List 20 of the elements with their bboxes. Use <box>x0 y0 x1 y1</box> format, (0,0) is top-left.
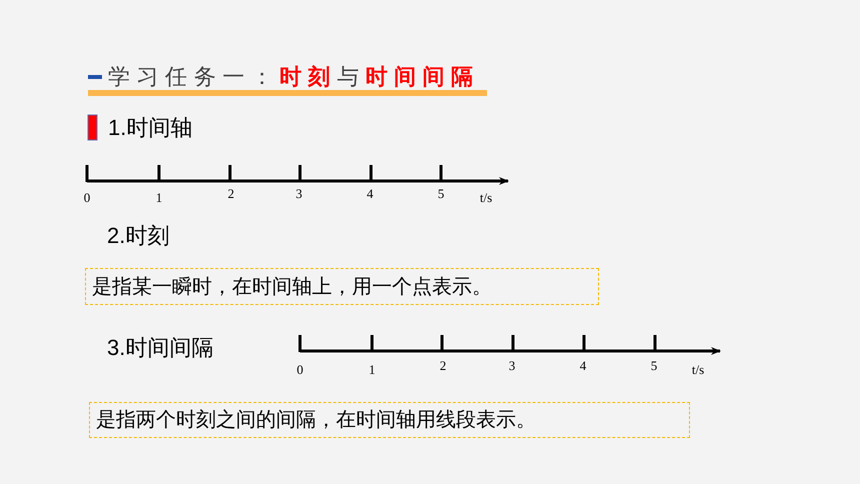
definition-box: 是指两个时刻之间的间隔，在时间轴用线段表示。 <box>89 402 690 438</box>
tick-label: t/s <box>480 191 492 205</box>
tick-label: 1 <box>156 191 162 205</box>
tick-label: 5 <box>438 187 444 201</box>
tick-label: 0 <box>84 191 90 205</box>
section-heading: 2.时刻 <box>107 222 170 250</box>
tick-label: 5 <box>650 359 658 373</box>
tick-label: 3 <box>296 187 302 201</box>
tick-label: 3 <box>508 359 516 373</box>
tick-label: 0 <box>296 363 304 377</box>
slide-title: 学习任务一：时刻与时间间隔 <box>108 63 480 91</box>
tick-label: t/s <box>692 363 704 377</box>
tick-label: 4 <box>580 359 586 373</box>
tick-label: 1 <box>368 363 376 377</box>
tick-label: 4 <box>366 187 374 201</box>
definition-box: 是指某一瞬时，在时间轴上，用一个点表示。 <box>85 268 599 305</box>
tick-label: 2 <box>228 187 234 201</box>
section-heading: 3.时间间隔 <box>107 334 214 362</box>
tick-label: 2 <box>440 359 446 373</box>
section-heading: 1.时间轴 <box>108 114 192 142</box>
